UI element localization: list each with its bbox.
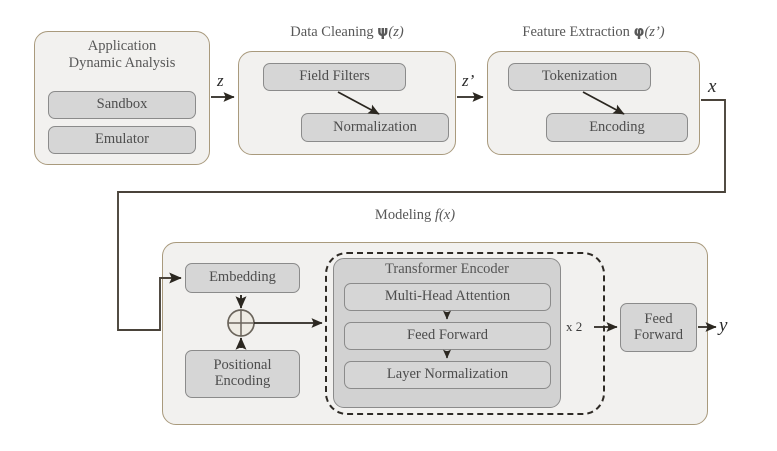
block-multi-head-attention[interactable]: Multi-Head Attention [344,283,551,311]
block-feed-forward-output[interactable]: Feed Forward [620,303,697,352]
stage-title-feature-extraction: Feature Extraction φ(z’) [477,24,710,41]
block-layer-normalization[interactable]: Layer Normalization [344,361,551,389]
block-sandbox-label: Sandbox [96,96,148,113]
block-tokenization-label: Tokenization [541,68,618,85]
block-positional-encoding-label-line2: Encoding [214,373,271,389]
signal-label-y: y [719,315,728,336]
transformer-encoder-title: Transformer Encoder [385,261,509,277]
stage-title-data-cleaning-arg: (z) [388,24,404,40]
block-feed-forward[interactable]: Feed Forward [344,322,551,350]
block-field-filters-label: Field Filters [299,68,370,85]
block-layer-normalization-label: Layer Normalization [386,366,509,383]
psi-symbol-icon: ψ [377,24,389,40]
block-encoding-label: Encoding [589,118,645,135]
block-tokenization[interactable]: Tokenization [508,63,651,91]
block-field-filters[interactable]: Field Filters [263,63,406,91]
stage-title-feature-extraction-text: Feature Extraction [522,24,634,40]
stage-title-modeling-arg: (x) [438,207,456,223]
block-positional-encoding-label-line1: Positional [213,357,272,374]
block-normalization[interactable]: Normalization [301,113,449,142]
stage-title-line1: Application [87,38,157,54]
block-feed-forward-output-label-line2: Forward [633,326,684,343]
stage-title-data-cleaning: Data Cleaning ψ(z) [238,24,456,41]
block-positional-encoding[interactable]: Positional Encoding [185,350,300,398]
block-emulator[interactable]: Emulator [48,126,196,154]
encoder-repeat-label: x 2 [566,319,583,334]
phi-symbol-icon: φ [633,24,645,40]
signal-label-x: x [708,76,717,97]
block-feed-forward-output-label-line1: Feed [644,310,673,327]
block-embedding[interactable]: Embedding [185,263,300,293]
stage-title-application-dynamic-analysis: Application Dynamic Analysis [34,38,210,72]
block-embedding-label: Embedding [209,269,276,286]
stage-title-modeling: Modeling f(x) [315,207,515,224]
stage-title-feature-extraction-arg: (z’) [644,24,665,40]
block-emulator-label: Emulator [95,131,149,148]
signal-label-z-prime: z’ [462,71,475,90]
signal-label-z: z [217,71,224,90]
stage-title-modeling-text: Modeling [374,207,435,223]
block-normalization-label: Normalization [333,118,417,135]
block-multi-head-attention-label: Multi-Head Attention [384,288,511,305]
block-encoding[interactable]: Encoding [546,113,688,142]
block-feed-forward-label: Feed Forward [407,327,488,344]
stage-title-line2: Dynamic Analysis [68,55,176,71]
stage-title-data-cleaning-text: Data Cleaning [290,24,378,40]
block-sandbox[interactable]: Sandbox [48,91,196,119]
